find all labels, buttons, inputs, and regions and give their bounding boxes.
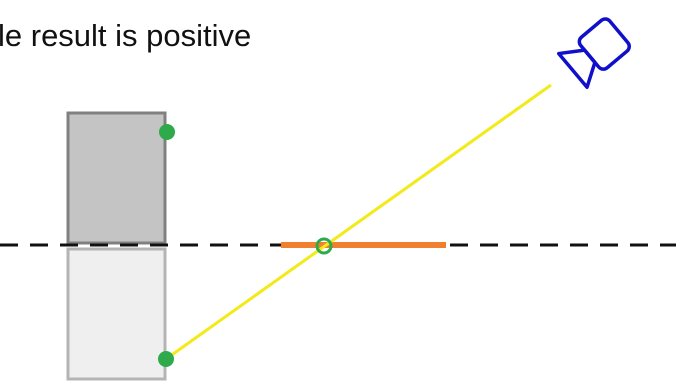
upper-box-point <box>159 124 175 140</box>
video-camera-icon <box>556 17 632 90</box>
upper-box <box>66 111 167 245</box>
view-ray <box>165 83 552 361</box>
caption-text: le result is positive <box>0 18 252 53</box>
lower-box-reflection <box>66 247 167 381</box>
reflected-point <box>158 351 174 367</box>
intersection-point <box>315 237 333 255</box>
